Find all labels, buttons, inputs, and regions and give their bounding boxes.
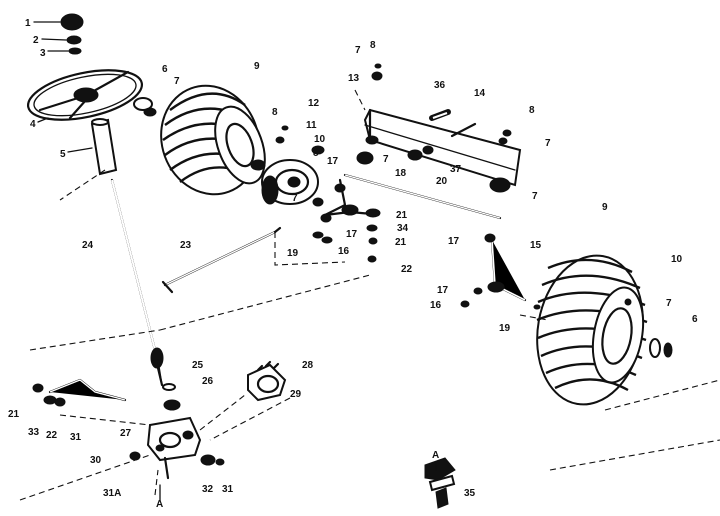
part-label: 22 — [401, 264, 413, 275]
part-label: 15 — [530, 240, 542, 251]
part-label: 21 — [8, 409, 20, 420]
part-label: 24 — [82, 240, 94, 251]
part-label: 3 — [40, 48, 46, 59]
cap-washer — [68, 47, 82, 55]
part-label: 21 — [395, 237, 407, 248]
part-label: 27 — [120, 428, 132, 439]
part-label: 31 — [222, 484, 234, 495]
steering-link-rod — [161, 226, 282, 294]
axle-pin — [429, 109, 451, 121]
part-label: 4 — [30, 119, 36, 130]
part-label: 10 — [671, 254, 683, 265]
left-wheel-rim — [261, 159, 319, 205]
part-label: 14 — [474, 88, 486, 99]
left-spindle-arm — [312, 178, 381, 263]
gear-bolt — [129, 451, 225, 466]
right-spindle — [460, 233, 541, 310]
part-label: 32 — [202, 484, 214, 495]
part-label: 22 — [46, 430, 58, 441]
cap-nut — [66, 35, 82, 45]
part-label: 17 — [327, 156, 339, 167]
part-label: 7 — [383, 154, 389, 165]
right-wheel-tire — [536, 254, 648, 406]
part-label: 7 — [355, 45, 361, 56]
part-label: 16 — [338, 246, 350, 257]
part-label: 35 — [464, 488, 476, 499]
part-label: 7 — [545, 138, 551, 149]
part-label: 11 — [306, 120, 317, 131]
part-label: 6 — [162, 64, 168, 75]
part-label: 30 — [90, 455, 102, 466]
part-label: 8 — [529, 105, 535, 116]
part-label: 12 — [308, 98, 320, 109]
part-label: 10 — [314, 134, 326, 145]
part-label: A — [156, 499, 163, 510]
part-label: 6 — [692, 314, 698, 325]
part-label: 7 — [292, 193, 298, 204]
gear-washer — [162, 383, 181, 411]
part-label: 8 — [370, 40, 376, 51]
part-label: 36 — [434, 80, 446, 91]
part-label: 20 — [436, 176, 448, 187]
part-label: 37 — [450, 164, 462, 175]
part-label: 33 — [28, 427, 40, 438]
part-label: 26 — [202, 376, 214, 387]
drag-link — [343, 173, 502, 220]
steering-wheel — [26, 69, 144, 121]
steering-shaft — [110, 178, 164, 387]
spindle-nut — [311, 145, 325, 207]
steering-cap — [60, 13, 84, 31]
part-label: 17 — [437, 285, 449, 296]
part-label: 19 — [499, 323, 511, 334]
left-wheel-tire — [160, 84, 266, 196]
part-label: 17 — [346, 229, 358, 240]
right-hub-cap — [649, 338, 673, 358]
part-label: 28 — [302, 360, 314, 371]
part-label: 1 — [25, 18, 31, 29]
part-label: 31A — [103, 488, 121, 499]
part-label: 9 — [254, 61, 260, 72]
part-label: 2 — [33, 35, 39, 46]
part-label: 9 — [602, 202, 608, 213]
part-labels: 1 2 3 4 5 6 7 9 8 12 11 10 8 7 7 8 13 36… — [8, 18, 698, 510]
part-label: 5 — [60, 149, 66, 160]
pitman-arm — [32, 378, 127, 407]
leader-lines — [19, 89, 720, 501]
part-label: 21 — [396, 210, 408, 221]
part-label: 29 — [290, 389, 302, 400]
part-label: 25 — [192, 360, 204, 371]
part-label: 17 — [448, 236, 460, 247]
axle-bolt — [450, 122, 512, 145]
part-label: 16 — [430, 300, 442, 311]
part-label: 19 — [287, 248, 299, 259]
part-label: 13 — [348, 73, 360, 84]
wheel-bearing — [250, 125, 289, 171]
sector-gear — [247, 360, 287, 402]
front-axle — [356, 63, 522, 193]
part-label: 7 — [174, 76, 180, 87]
part-label: A — [432, 450, 439, 461]
part-label: 18 — [395, 168, 407, 179]
part-label: 7 — [532, 191, 538, 202]
part-label: 31 — [70, 432, 82, 443]
part-label: 8 — [272, 107, 278, 118]
flange-bolt — [424, 457, 456, 509]
left-hub-cap — [133, 97, 157, 117]
steering-bushing — [90, 118, 118, 176]
part-label: 23 — [180, 240, 192, 251]
part-label: 7 — [666, 298, 672, 309]
label-leaders — [33, 21, 437, 502]
part-label: 34 — [397, 223, 409, 234]
part-label: 8 — [313, 148, 319, 159]
steering-gear-housing — [146, 416, 202, 480]
